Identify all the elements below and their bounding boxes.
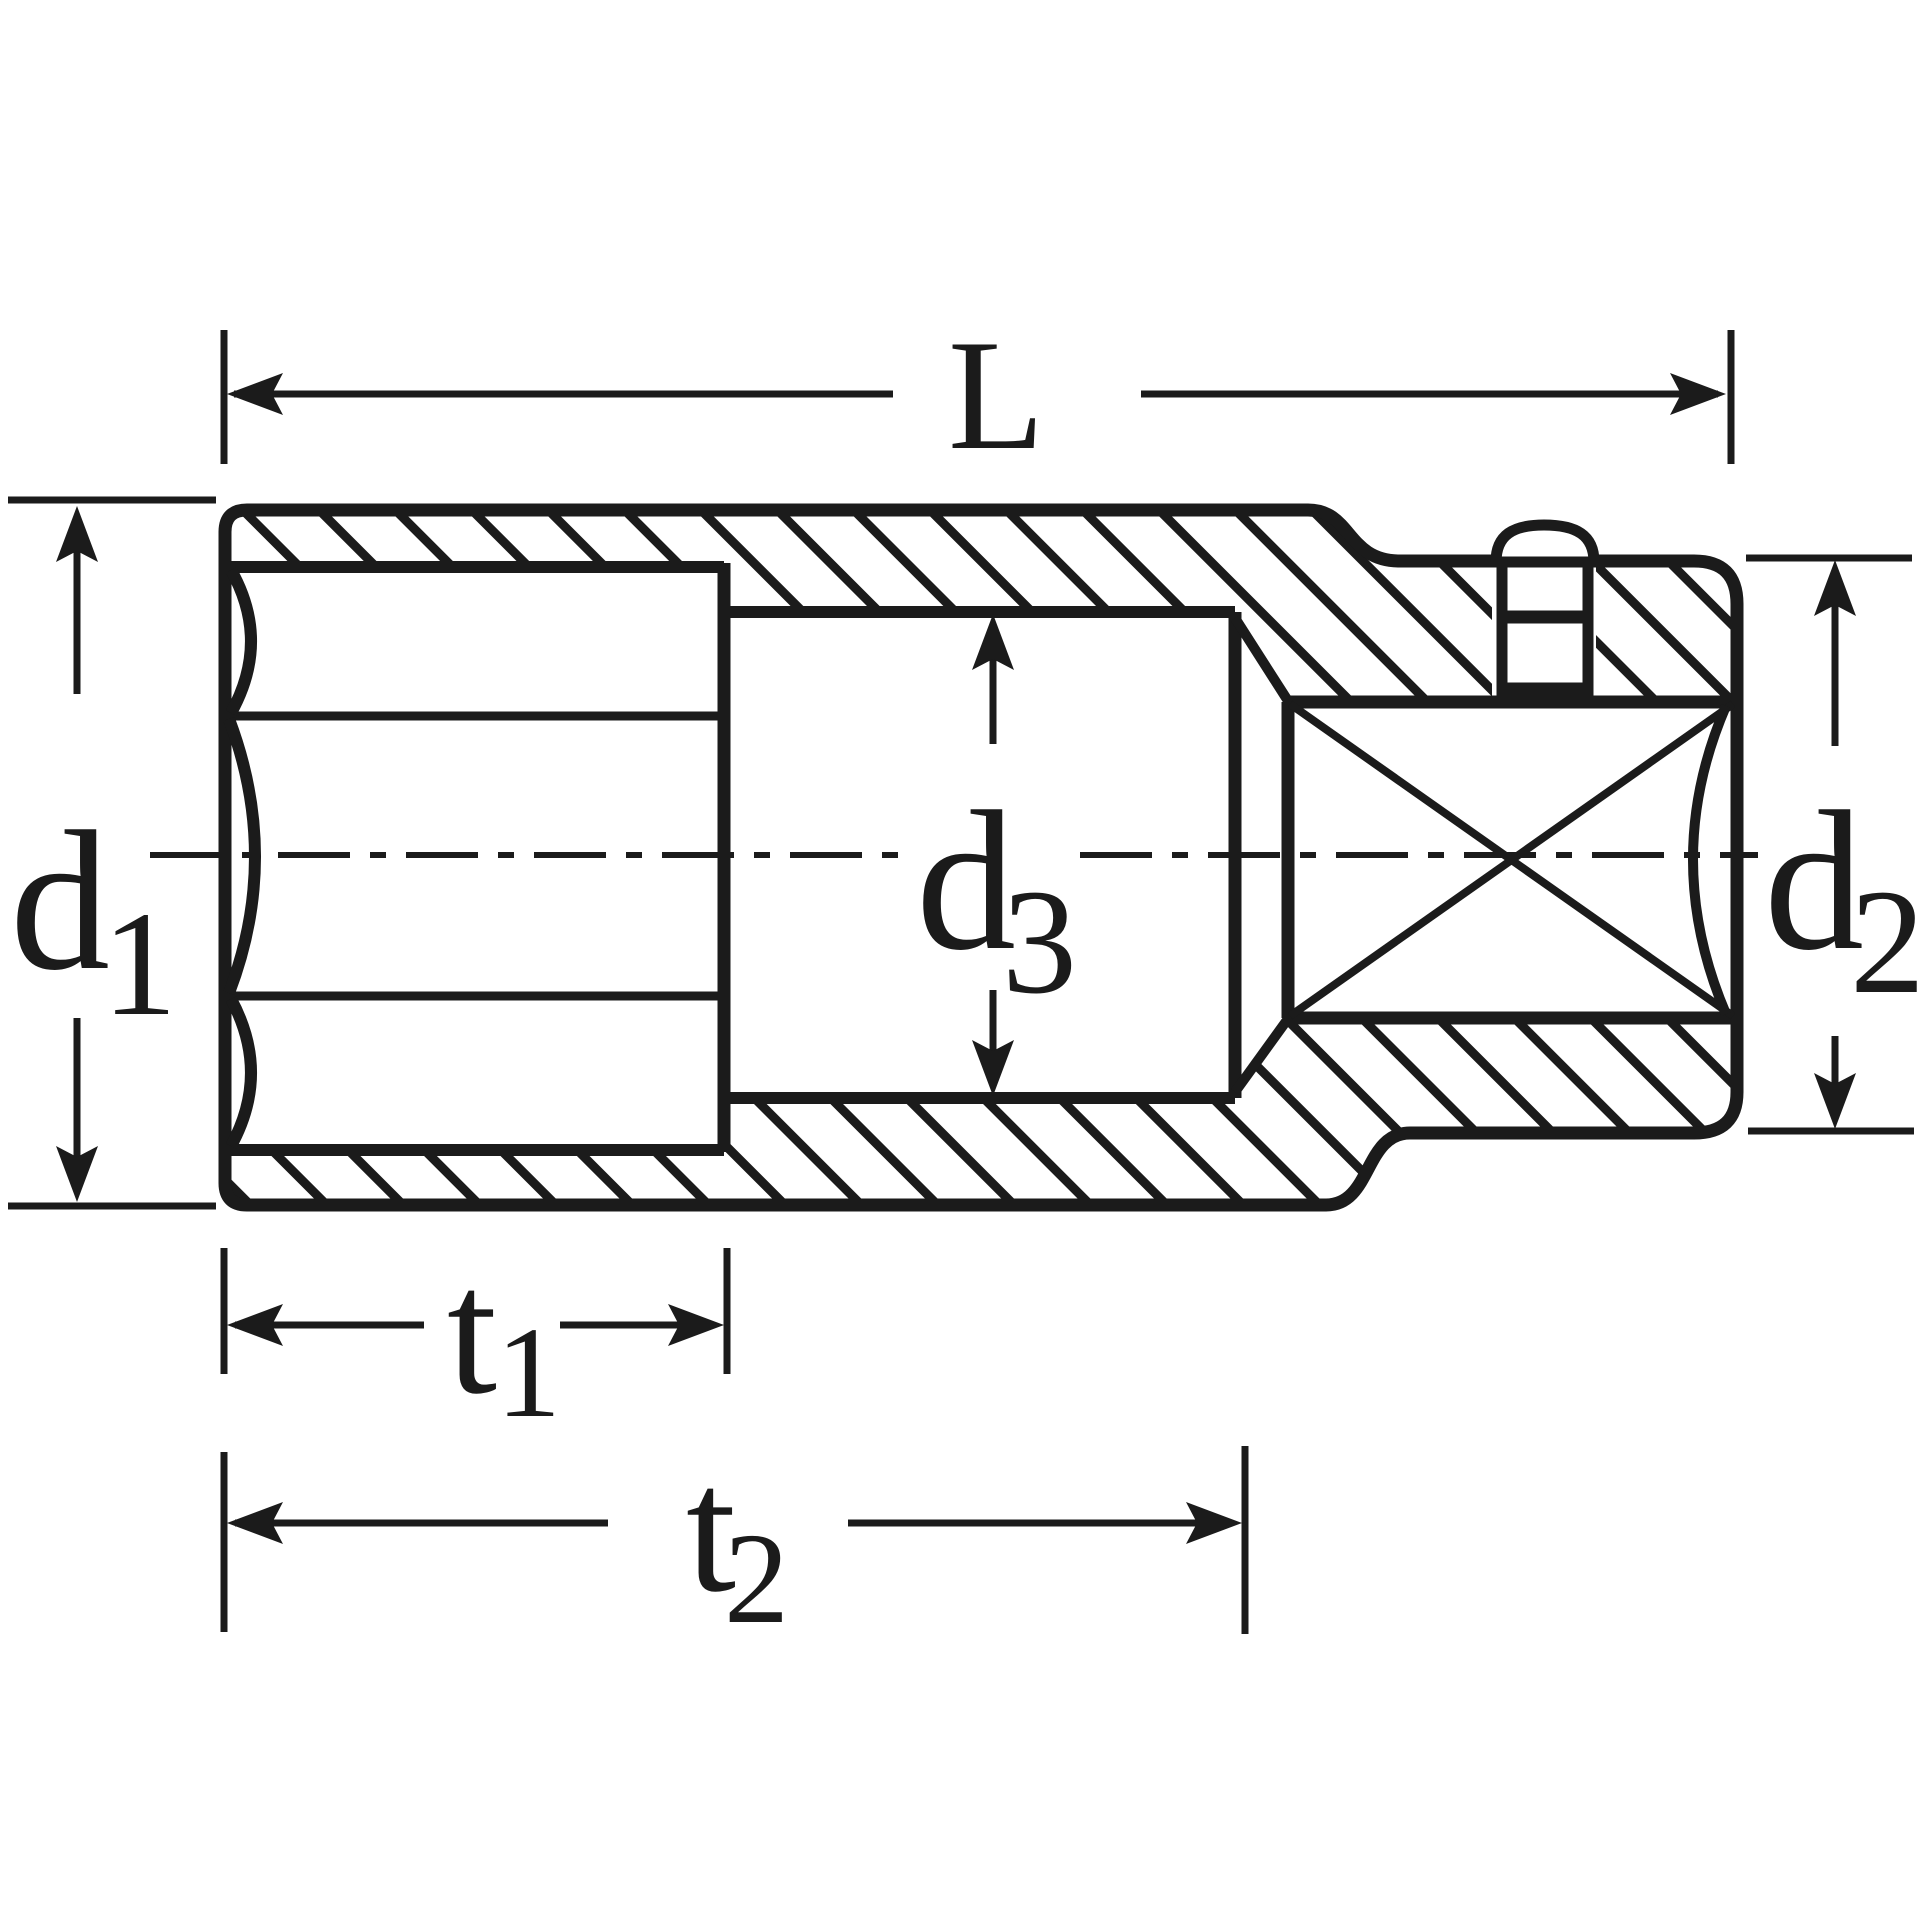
d2-arrow-down (1814, 1073, 1856, 1129)
dim-label-t1: t 1 (447, 1232, 561, 1445)
dim-label-t2: t 2 (686, 1430, 789, 1651)
t2-arrow-left (227, 1502, 283, 1544)
hex-mouth-arc-top (225, 567, 257, 716)
dim-label-d2: d 2 (1764, 771, 1920, 1025)
dimension-t2 (220, 1446, 1249, 1634)
L-arrow-left (227, 373, 283, 415)
detent-ball-details (1496, 558, 1594, 700)
d1-arrow-up (56, 506, 98, 562)
chamfer-bottom (1230, 1013, 1295, 1095)
outer-contour (218, 503, 1744, 1212)
t2-arrow-right (1186, 1502, 1242, 1544)
hex-mouth-arc-bottom (225, 996, 257, 1149)
dim-label-d1: d 1 (10, 791, 177, 1047)
d1-arrow-down (56, 1146, 98, 1202)
d3-arrow-up (972, 614, 1014, 670)
t1-arrow-right (668, 1304, 724, 1346)
dim-label-d3: d 3 (916, 771, 1077, 1025)
section-hatch-area (225, 510, 1737, 1205)
chamfer-top (1230, 615, 1295, 707)
dimension-d1 (8, 496, 216, 1210)
detent-ball-dome (1490, 519, 1600, 568)
detent-ball (1490, 519, 1600, 706)
dimension-d2 (1746, 554, 1914, 1135)
drive-opening-arc (1688, 704, 1731, 1016)
dimension-t1 (220, 1248, 731, 1374)
L-arrow-right (1670, 373, 1726, 415)
dim-label-L: L (948, 308, 1045, 483)
t1-arrow-left (227, 1304, 283, 1346)
d2-arrow-up (1814, 560, 1856, 616)
dimension-d3 (972, 614, 1014, 1096)
dimension-L (220, 330, 1735, 464)
d3-arrow-down (972, 1040, 1014, 1096)
square-drive-diagonal-2 (1287, 700, 1736, 1020)
